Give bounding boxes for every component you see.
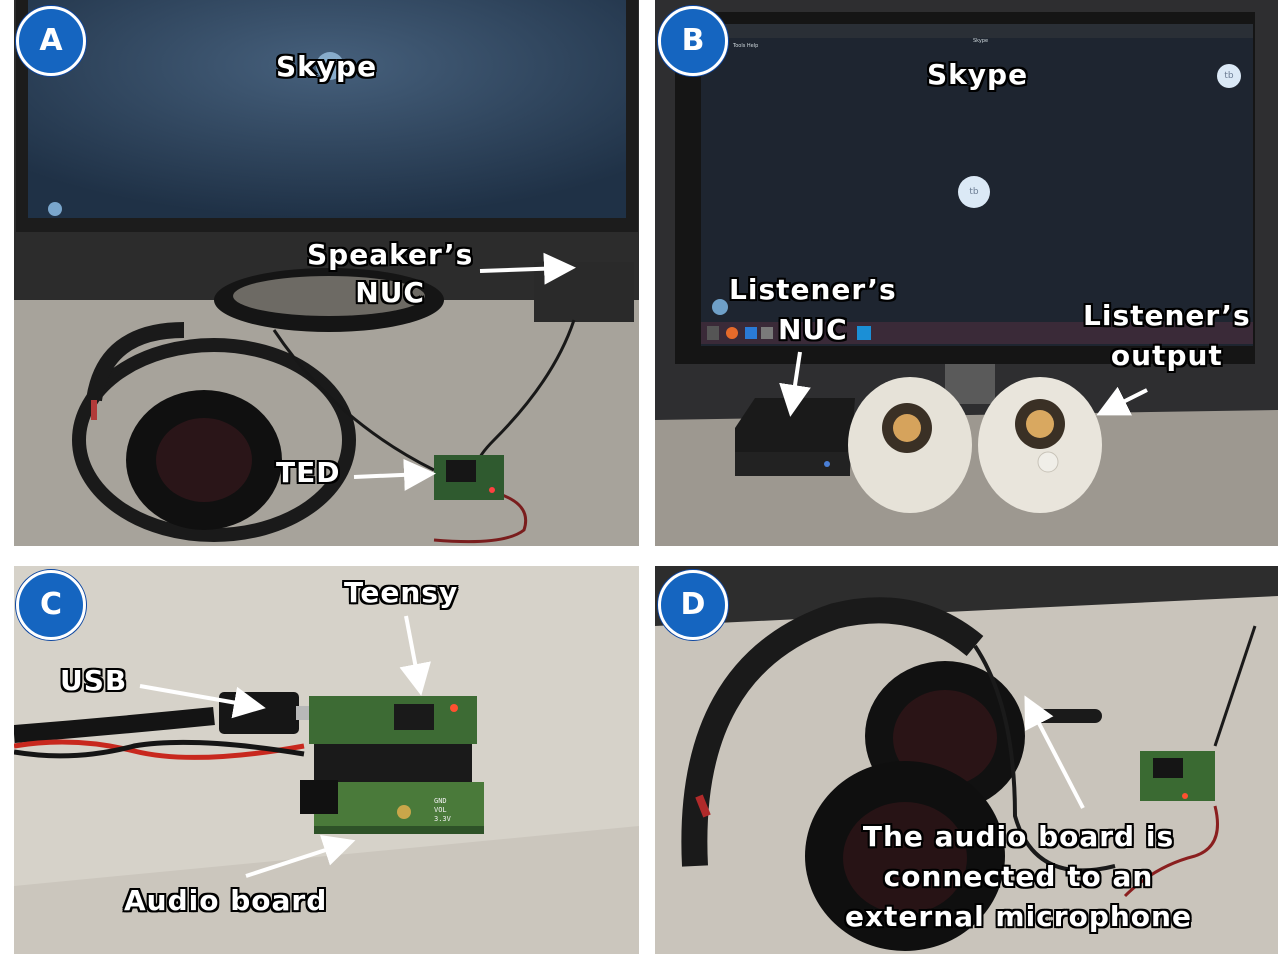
panel-a-scene xyxy=(14,0,639,546)
panel-b-letter: B xyxy=(681,23,705,58)
panel-a-ted-label: TED xyxy=(276,456,341,489)
panel-a-speaker-nuc-label: Speaker’s NUC xyxy=(307,238,474,309)
panel-b-badge: B xyxy=(658,6,728,76)
panel-c-teensy-label: Teensy xyxy=(344,576,459,609)
panel-d-scene xyxy=(655,566,1278,954)
panel-b-listener-output-label: Listener’s output xyxy=(1083,299,1251,372)
panel-b-skype-titlebar: Skype xyxy=(973,38,989,44)
panel-a-photo: A Skype Speaker’s NUC TED xyxy=(14,0,639,546)
panel-b-photo: Skype Tools Help tb tb B Skype Listener’… xyxy=(655,0,1278,546)
panel-b-skype-label: Skype xyxy=(927,58,1029,91)
panel-c-audio-board-label: Audio board xyxy=(124,884,328,917)
panel-c-letter: C xyxy=(39,587,63,622)
panel-d-letter: D xyxy=(680,587,706,622)
panel-c-usb-label: USB xyxy=(60,664,128,697)
panel-c-photo: GND VOL 3.3V C Teensy USB Audio board xyxy=(14,566,639,954)
panel-a-badge: A xyxy=(16,6,86,76)
panel-b-menu: Tools Help xyxy=(733,43,759,49)
panel-c-badge: C xyxy=(16,570,86,640)
panel-c-scene xyxy=(14,566,639,954)
panel-b-listener-nuc-label: Listener’s NUC xyxy=(729,273,897,346)
silkscreen-vol: VOL xyxy=(434,806,447,814)
panel-b-avatar-top: tb xyxy=(1217,64,1241,88)
panel-a-skype-label: Skype xyxy=(276,50,378,83)
silkscreen-gnd: GND xyxy=(434,797,447,805)
silkscreen-3v3: 3.3V xyxy=(434,815,451,823)
panel-d-badge: D xyxy=(658,570,728,640)
panel-d-photo: D The audio board is connected to an ext… xyxy=(655,566,1278,954)
panel-d-caption-label: The audio board is connected to an exter… xyxy=(845,820,1192,933)
panel-b-avatar-center: tb xyxy=(958,176,990,208)
panel-a-letter: A xyxy=(39,23,63,58)
